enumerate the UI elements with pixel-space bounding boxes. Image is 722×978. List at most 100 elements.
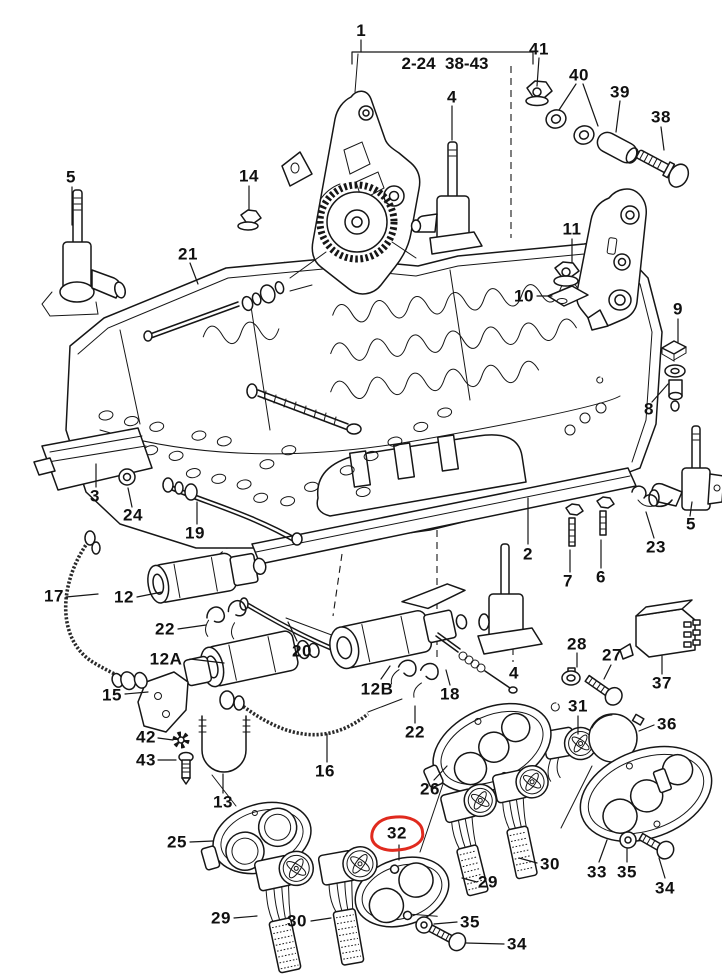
washer-35-bottom xyxy=(415,916,433,934)
part-label-43: 43 xyxy=(136,750,156,770)
nut-14 xyxy=(237,209,262,231)
seat-rail-3 xyxy=(33,427,153,491)
frame-holes xyxy=(98,407,453,507)
part-label-34: 34 xyxy=(655,878,675,898)
motor-12a xyxy=(183,630,320,688)
part-label-42: 42 xyxy=(136,727,156,747)
part-label-29: 29 xyxy=(478,872,498,892)
right-hinge-bracket xyxy=(575,188,647,331)
washer-24 xyxy=(118,468,136,486)
u-bolt-13 xyxy=(198,715,251,773)
part-label-2: 2 xyxy=(523,544,533,564)
part-label-30: 30 xyxy=(287,911,307,931)
part-label-10: 10 xyxy=(514,286,534,306)
bushings-40 xyxy=(545,109,595,145)
gasket-32 xyxy=(354,856,450,928)
seat-rail-lower xyxy=(251,467,637,565)
part-label-36: 36 xyxy=(657,714,677,734)
leader-lines xyxy=(65,57,693,945)
bolt-7 xyxy=(565,503,584,547)
bolt-38 xyxy=(636,149,690,188)
part-label-13: 13 xyxy=(213,792,233,812)
switch-29-right xyxy=(440,783,498,897)
drive-cable-19 xyxy=(162,477,303,546)
part-label-35: 35 xyxy=(617,862,637,882)
spindle-drive-5-right xyxy=(648,425,722,511)
part-label-12: 12 xyxy=(114,587,134,607)
part-label-31: 31 xyxy=(568,696,588,716)
bolt-6 xyxy=(596,496,615,536)
part-label-12a: 12A xyxy=(149,649,183,669)
spacer-sleeve-39 xyxy=(596,131,639,164)
part-label-22: 22 xyxy=(155,619,175,639)
part-label-15: 15 xyxy=(102,685,122,705)
nut-11 xyxy=(553,261,580,287)
washer-8-stack xyxy=(664,364,686,412)
part-label-28: 28 xyxy=(567,634,587,654)
rod-18 xyxy=(435,632,518,694)
motor-12b xyxy=(329,583,468,670)
plate-33 xyxy=(579,745,713,843)
rod-21 xyxy=(143,281,313,342)
motor-12 xyxy=(147,552,267,604)
switch-30-right xyxy=(491,765,549,880)
part-label-5: 5 xyxy=(686,514,696,534)
part-label-5: 5 xyxy=(66,167,76,187)
assembly-range-label: 2-24 38-43 xyxy=(401,54,489,73)
part-label-22: 22 xyxy=(405,722,425,742)
part-label-16: 16 xyxy=(315,761,335,781)
seat-frame xyxy=(65,239,663,820)
spindle-drive-5-left xyxy=(41,189,127,317)
frame-leadscrew xyxy=(246,383,362,435)
screw-27 xyxy=(584,674,623,706)
bracket-10 xyxy=(547,285,589,307)
part-label-37: 37 xyxy=(652,673,672,693)
part-label-14: 14 xyxy=(239,166,259,186)
clip-22-lower xyxy=(390,659,439,698)
part-label-18: 18 xyxy=(440,684,460,704)
part-label-17: 17 xyxy=(44,586,64,606)
part-label-23: 23 xyxy=(646,537,666,557)
part-label-4: 4 xyxy=(447,87,457,107)
screw-43 xyxy=(178,751,194,785)
part-label-40: 40 xyxy=(569,65,589,85)
seat-springs xyxy=(202,280,579,400)
clip-22-upper xyxy=(205,599,247,640)
part-label-8: 8 xyxy=(644,399,654,419)
spindle-drive-4-bottom xyxy=(477,543,543,655)
part-label-27: 27 xyxy=(602,645,622,665)
switch-30-left xyxy=(317,846,378,966)
washer-35-right xyxy=(619,831,637,849)
part-label-38: 38 xyxy=(651,107,671,127)
backrest-hinge-bracket xyxy=(281,90,421,295)
bracket-15 xyxy=(111,671,189,733)
part-label-19: 19 xyxy=(185,523,205,543)
part-label-4: 4 xyxy=(509,663,519,683)
switch-29-left xyxy=(253,850,314,974)
part-label-33: 33 xyxy=(587,862,607,882)
part-label-25: 25 xyxy=(167,832,187,852)
part-label-11: 11 xyxy=(562,219,582,239)
part-label-39: 39 xyxy=(610,82,630,102)
assembly-number-label: 1 xyxy=(356,21,366,40)
part-label-20: 20 xyxy=(292,641,312,661)
part-label-7: 7 xyxy=(563,571,573,591)
part-label-30: 30 xyxy=(540,854,560,874)
nut-41 xyxy=(525,80,553,107)
part-label-41: 41 xyxy=(529,39,549,59)
part-label-3: 3 xyxy=(90,486,100,506)
screw-34-bottom xyxy=(428,924,467,952)
part-label-6: 6 xyxy=(596,567,606,587)
nut-9 xyxy=(661,340,687,362)
grommet-28 xyxy=(561,667,581,686)
star-washer-42 xyxy=(172,731,190,749)
part-label-35: 35 xyxy=(460,912,480,932)
gear-sector xyxy=(289,181,417,279)
part-label-21: 21 xyxy=(178,244,198,264)
clip-23 xyxy=(631,485,673,508)
part-label-9: 9 xyxy=(673,299,683,319)
relay-37 xyxy=(619,599,701,660)
drive-cable-16 xyxy=(219,690,403,739)
